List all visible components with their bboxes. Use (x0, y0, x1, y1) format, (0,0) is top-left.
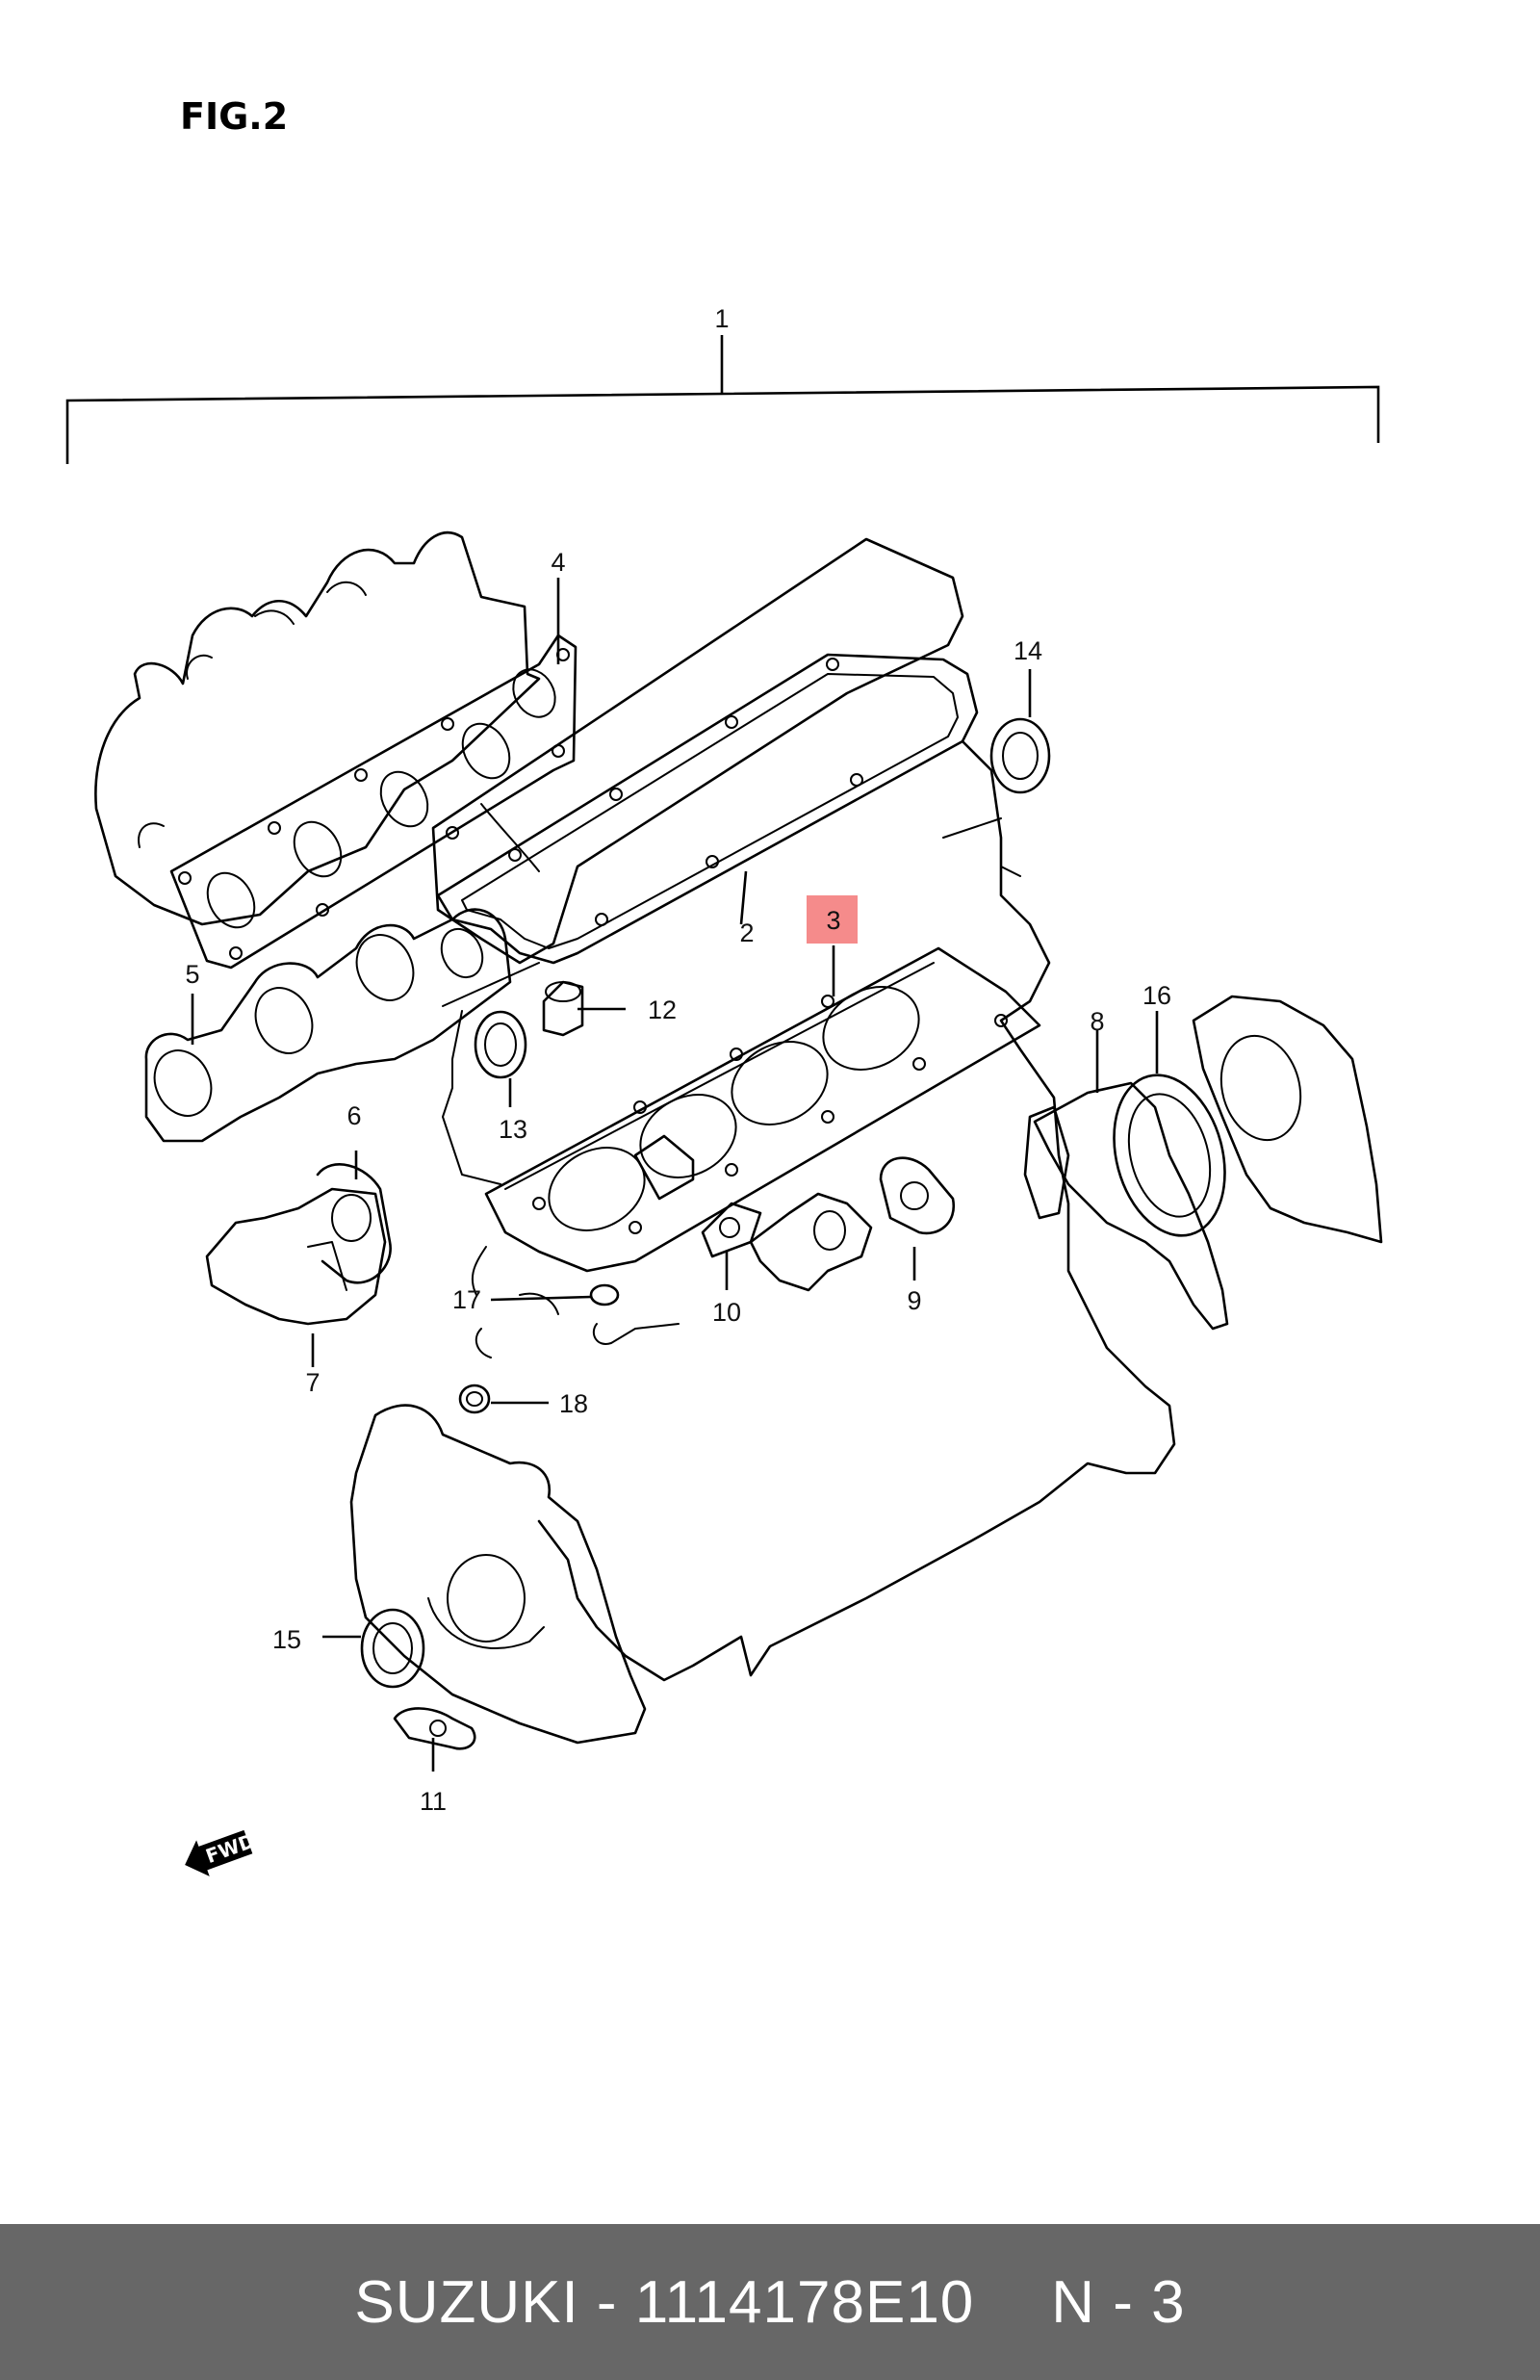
callout-4: 4 (551, 548, 565, 577)
gasket-10 (633, 1134, 762, 1258)
callout-17: 17 (452, 1285, 481, 1314)
plug-12 (542, 980, 584, 1037)
intake-manifold-gasket (169, 634, 578, 970)
callout-16: 16 (1142, 981, 1171, 1010)
leader-lines (191, 578, 1159, 1772)
intake-manifold (94, 530, 541, 926)
fwd-arrow-icon: FWD (185, 1829, 258, 1876)
callout-15: 15 (272, 1625, 301, 1654)
water-pump (205, 1163, 392, 1326)
rear-cover-plate (1192, 995, 1383, 1244)
o-ring-17 (589, 1283, 620, 1306)
callout-9: 9 (907, 1286, 921, 1315)
callout-14: 14 (1014, 636, 1042, 665)
figure-label: FIG.2 (180, 95, 288, 138)
callout-11: 11 (420, 1787, 447, 1816)
parts-diagram: FIG.2 (65, 95, 1383, 1876)
thermostat-housing (749, 1192, 873, 1292)
cylinder-head-gasket (484, 946, 1041, 1273)
footer-part-text: SUZUKI - 1114178E10 (354, 2268, 975, 2336)
head-cover (431, 537, 964, 965)
callout-13: 13 (499, 1115, 527, 1144)
rear-seal-housing (1033, 1074, 1229, 1331)
bracket-8 (1023, 1105, 1070, 1220)
engine-block (442, 739, 1176, 1682)
callout-1: 1 (714, 304, 729, 333)
callout-6: 6 (346, 1101, 361, 1130)
fwd-label: FWD (203, 1829, 258, 1868)
callout-3-highlight (807, 895, 858, 944)
kit-bracket (65, 335, 1380, 464)
callout-12: 12 (648, 996, 677, 1024)
seal-14 (989, 717, 1051, 794)
timing-cover (349, 1404, 647, 1745)
callout-10: 10 (712, 1298, 741, 1327)
gasket-11 (393, 1707, 476, 1750)
hose-lines (471, 1246, 680, 1358)
callout-8: 8 (1090, 1007, 1104, 1036)
seal-13 (474, 1010, 527, 1079)
callout-2: 2 (739, 918, 754, 947)
footer-page-ref: N - 3 (1051, 2268, 1186, 2336)
gasket-9 (879, 1156, 956, 1235)
seal-15 (360, 1608, 425, 1689)
callout-18: 18 (559, 1389, 588, 1418)
o-ring-18 (458, 1384, 491, 1414)
callout-labels: 1 2 3 4 5 6 7 8 9 10 11 12 13 14 15 16 1… (185, 304, 1171, 1816)
callout-7: 7 (305, 1368, 320, 1397)
callout-5: 5 (185, 960, 199, 989)
footer-bar: SUZUKI - 1114178E10 N - 3 (0, 2224, 1540, 2380)
head-cover-gasket (436, 653, 979, 965)
callout-3: 3 (826, 906, 840, 935)
exhaust-manifold-gasket (144, 908, 512, 1143)
